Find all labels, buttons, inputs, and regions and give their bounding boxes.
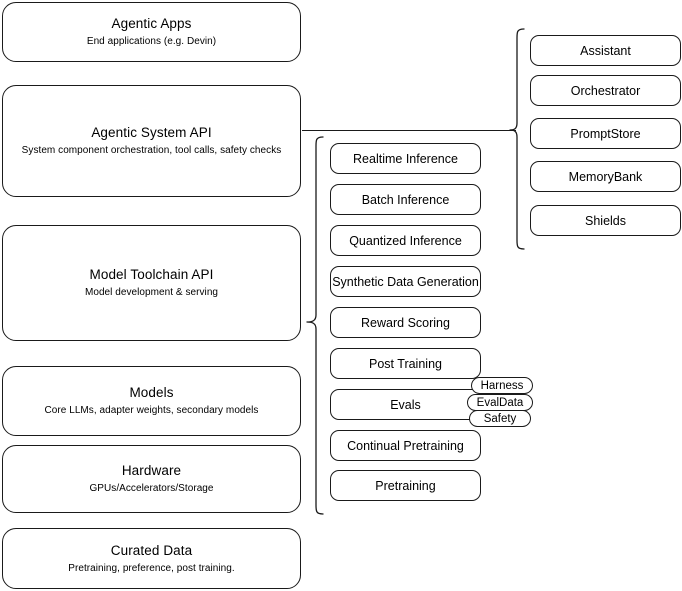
toolchain-item-realtime-inference[interactable]: Realtime Inference: [330, 143, 481, 174]
layer-model-toolchain-api[interactable]: Model Toolchain API Model development & …: [2, 225, 301, 341]
layer-title: Hardware: [121, 463, 182, 478]
system-item-shields[interactable]: Shields: [530, 205, 681, 236]
toolchain-item-quantized-inference[interactable]: Quantized Inference: [330, 225, 481, 256]
brace-toolchain-components: [306, 136, 324, 516]
layer-models[interactable]: Models Core LLMs, adapter weights, secon…: [2, 366, 301, 436]
toolchain-item-evals[interactable]: Evals: [330, 389, 481, 420]
capsule-label: EvalData: [476, 396, 524, 409]
layer-subtitle: GPUs/Accelerators/Storage: [89, 483, 214, 494]
layer-hardware[interactable]: Hardware GPUs/Accelerators/Storage: [2, 445, 301, 513]
layer-agentic-apps[interactable]: Agentic Apps End applications (e.g. Devi…: [2, 2, 301, 62]
layer-subtitle: Pretraining, preference, post training.: [68, 562, 235, 574]
item-label: Quantized Inference: [349, 233, 462, 248]
toolchain-item-continual-pretraining[interactable]: Continual Pretraining: [330, 430, 481, 461]
toolchain-item-synthetic-data-generation[interactable]: Synthetic Data Generation: [330, 266, 481, 297]
item-label: Orchestrator: [570, 83, 641, 98]
toolchain-item-pretraining[interactable]: Pretraining: [330, 470, 481, 501]
toolchain-item-reward-scoring[interactable]: Reward Scoring: [330, 307, 481, 338]
item-label: Synthetic Data Generation: [332, 274, 479, 289]
system-item-promptstore[interactable]: PromptStore: [530, 118, 681, 149]
item-label: Reward Scoring: [361, 315, 450, 330]
eval-capsule-safety[interactable]: Safety: [469, 410, 531, 427]
item-label: MemoryBank: [568, 169, 643, 184]
toolchain-item-batch-inference[interactable]: Batch Inference: [330, 184, 481, 215]
layer-subtitle: Core LLMs, adapter weights, secondary mo…: [44, 405, 259, 416]
item-label: PromptStore: [570, 126, 641, 141]
system-item-orchestrator[interactable]: Orchestrator: [530, 75, 681, 106]
layer-title: Agentic Apps: [111, 16, 192, 31]
layer-title: Agentic System API: [91, 125, 212, 140]
layer-subtitle: Model development & serving: [84, 287, 219, 298]
layer-title: Curated Data: [110, 542, 193, 558]
item-label: Shields: [585, 213, 626, 228]
toolchain-item-post-training[interactable]: Post Training: [330, 348, 481, 379]
connector-agentic-system-api-to-components: [302, 130, 516, 131]
item-label: Assistant: [580, 43, 631, 58]
brace-system-components: [509, 28, 525, 250]
layer-curated-data[interactable]: Curated Data Pretraining, preference, po…: [2, 528, 301, 589]
item-label: Evals: [390, 397, 421, 412]
eval-capsule-evaldata[interactable]: EvalData: [467, 394, 533, 411]
layer-subtitle: End applications (e.g. Devin): [86, 36, 217, 47]
layer-title: Model Toolchain API: [89, 267, 214, 282]
capsule-label: Harness: [480, 379, 524, 392]
item-label: Post Training: [369, 356, 442, 371]
layer-title: Models: [129, 385, 174, 400]
capsule-label: Safety: [483, 412, 517, 425]
eval-capsule-harness[interactable]: Harness: [471, 377, 533, 394]
item-label: Batch Inference: [361, 192, 450, 207]
item-label: Realtime Inference: [353, 151, 458, 166]
system-item-memorybank[interactable]: MemoryBank: [530, 161, 681, 192]
item-label: Pretraining: [375, 478, 436, 493]
layer-subtitle: System component orchestration, tool cal…: [21, 145, 282, 156]
layer-agentic-system-api[interactable]: Agentic System API System component orch…: [2, 85, 301, 197]
item-label: Continual Pretraining: [347, 438, 464, 453]
system-item-assistant[interactable]: Assistant: [530, 35, 681, 66]
